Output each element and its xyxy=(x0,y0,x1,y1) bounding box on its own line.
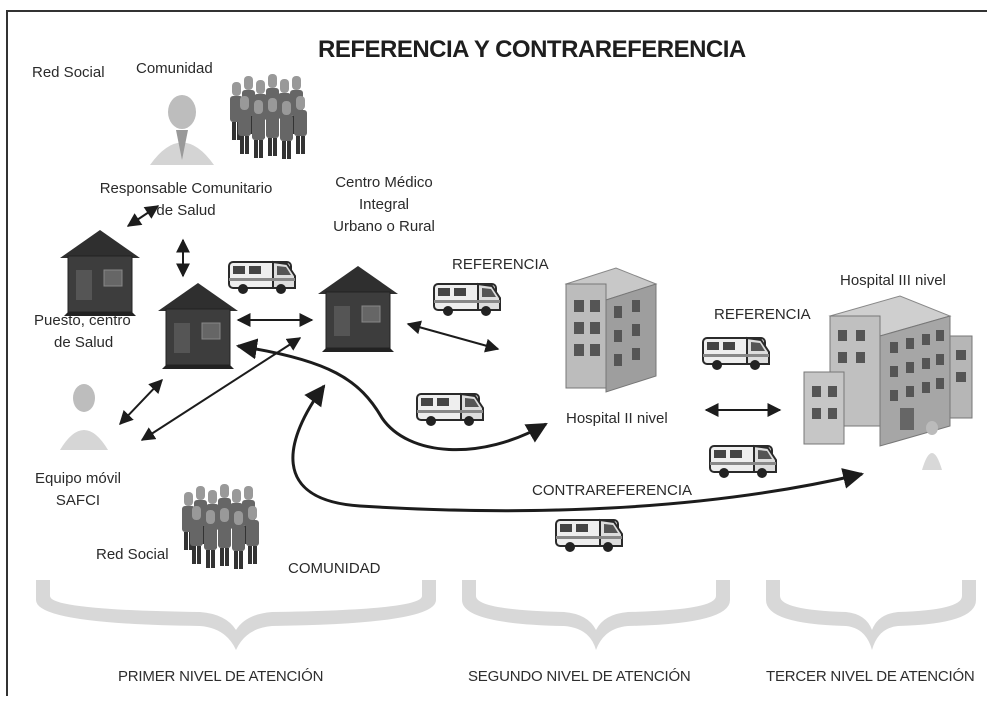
red-social-top-label: Red Social xyxy=(32,64,105,81)
braces xyxy=(36,580,976,650)
responsable-comunitario-label: Responsable Comunitario de Salud xyxy=(99,180,273,219)
ambulance-icon xyxy=(555,519,623,553)
referencia-label-1: REFERENCIA xyxy=(452,256,549,273)
puesto-house-icon xyxy=(59,229,141,317)
hospital-ii-label: Hospital II nivel xyxy=(566,410,668,427)
center-house-icon xyxy=(157,282,239,370)
segundo-nivel-label: SEGUNDO NIVEL DE ATENCIÓN xyxy=(468,668,691,685)
figure-frame xyxy=(6,10,987,696)
responsable-person-icon xyxy=(150,95,214,165)
equipo-movil-person-icon xyxy=(60,384,108,450)
comunidad-top-label: Comunidad xyxy=(136,60,213,77)
ambulance-icon xyxy=(416,393,484,427)
primer-nivel-label: PRIMER NIVEL DE ATENCIÓN xyxy=(118,668,324,685)
ambulance-icon xyxy=(702,337,770,371)
hospital-ii-icon xyxy=(564,267,658,393)
red-social-bottom-label: Red Social xyxy=(96,546,169,563)
hospital-iii-icon xyxy=(803,295,973,470)
centro-medico-house-icon xyxy=(317,265,399,353)
tercer-nivel-label: TERCER NIVEL DE ATENCIÓN xyxy=(766,668,975,685)
red-social-crowd-icon xyxy=(182,484,259,569)
ambulance-icon xyxy=(228,261,296,295)
hospital-iii-label: Hospital III nivel xyxy=(840,272,946,289)
comunidad-bottom-label: COMUNIDAD xyxy=(288,560,381,577)
centro-medico-label: Centro Médico Integral Urbano o Rural xyxy=(333,174,435,235)
ambulance-icon xyxy=(433,283,501,317)
equipo-movil-label: Equipo móvil SAFCI xyxy=(35,470,121,509)
referencia-curve-arrow xyxy=(235,338,548,452)
brace-icon xyxy=(36,580,436,650)
brace-icon xyxy=(462,580,730,650)
comunidad-crowd-icon xyxy=(230,74,307,159)
referencia-label-2: REFERENCIA xyxy=(714,306,811,323)
contrareferencia-curve-arrow xyxy=(291,384,865,513)
puesto-salud-label: Puesto, centro de Salud xyxy=(34,312,131,351)
brace-icon xyxy=(766,580,976,650)
ambulance-icon xyxy=(709,445,777,479)
page-title: REFERENCIA Y CONTRAREFERENCIA xyxy=(318,36,746,63)
contrareferencia-label: CONTRAREFERENCIA xyxy=(532,482,693,499)
